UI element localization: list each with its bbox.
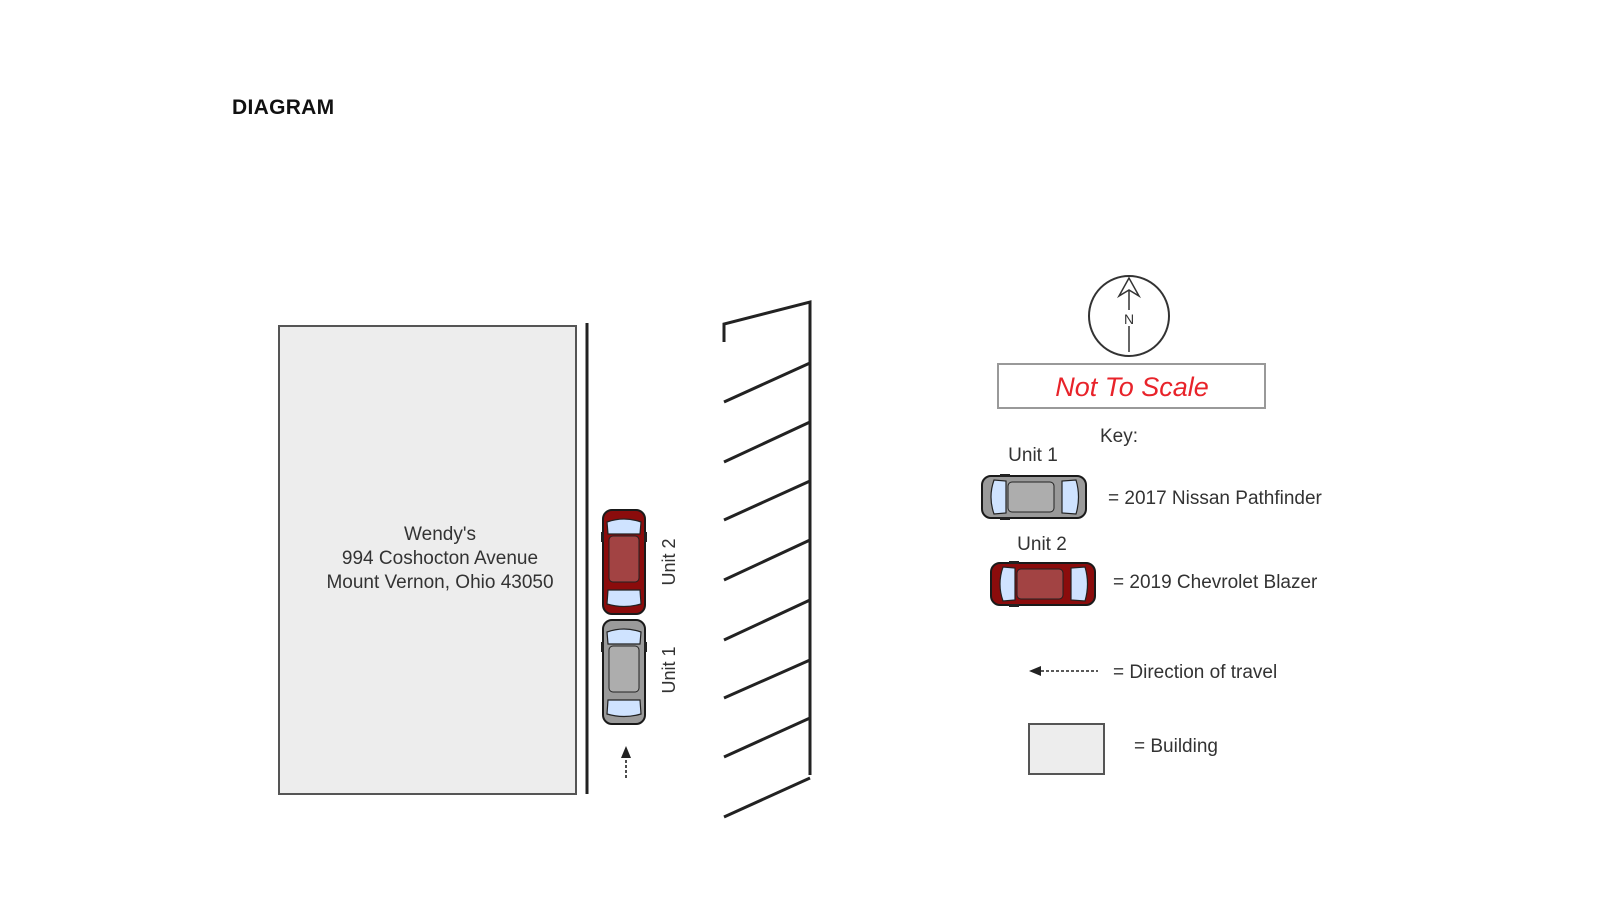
arrow-up-icon xyxy=(621,746,631,778)
unit1-label: Unit 1 xyxy=(659,646,679,693)
unit2-vehicle xyxy=(600,509,648,615)
key-building-swatch xyxy=(1028,723,1105,775)
parking-stalls xyxy=(722,300,812,819)
key-unit2-desc: = 2019 Chevrolet Blazer xyxy=(1113,572,1318,593)
unit1-vehicle xyxy=(600,619,648,725)
building-name: Wendy's xyxy=(404,524,476,545)
arrow-left-dotted-icon xyxy=(1029,666,1098,676)
key-unit2-label: Unit 2 xyxy=(1017,534,1067,555)
compass-north-icon xyxy=(1088,275,1170,357)
key-direction-desc: = Direction of travel xyxy=(1113,662,1277,683)
unit2-label: Unit 2 xyxy=(659,538,679,585)
key-unit2-vehicle xyxy=(990,560,1096,608)
key-building-desc: = Building xyxy=(1134,736,1218,757)
diagram-heading: DIAGRAM xyxy=(232,96,335,119)
key-title: Key: xyxy=(1100,426,1138,447)
building-address-line2: Mount Vernon, Ohio 43050 xyxy=(326,572,553,593)
key-unit1-label: Unit 1 xyxy=(1008,445,1058,466)
building-address-line1: 994 Coshocton Avenue xyxy=(342,548,538,569)
compass-letter: N xyxy=(1124,311,1134,327)
scale-note: Not To Scale xyxy=(1055,372,1209,402)
key-unit1-vehicle xyxy=(981,473,1087,521)
building xyxy=(278,325,577,795)
scale-note-box xyxy=(997,363,1266,409)
key-unit1-desc: = 2017 Nissan Pathfinder xyxy=(1108,488,1323,509)
